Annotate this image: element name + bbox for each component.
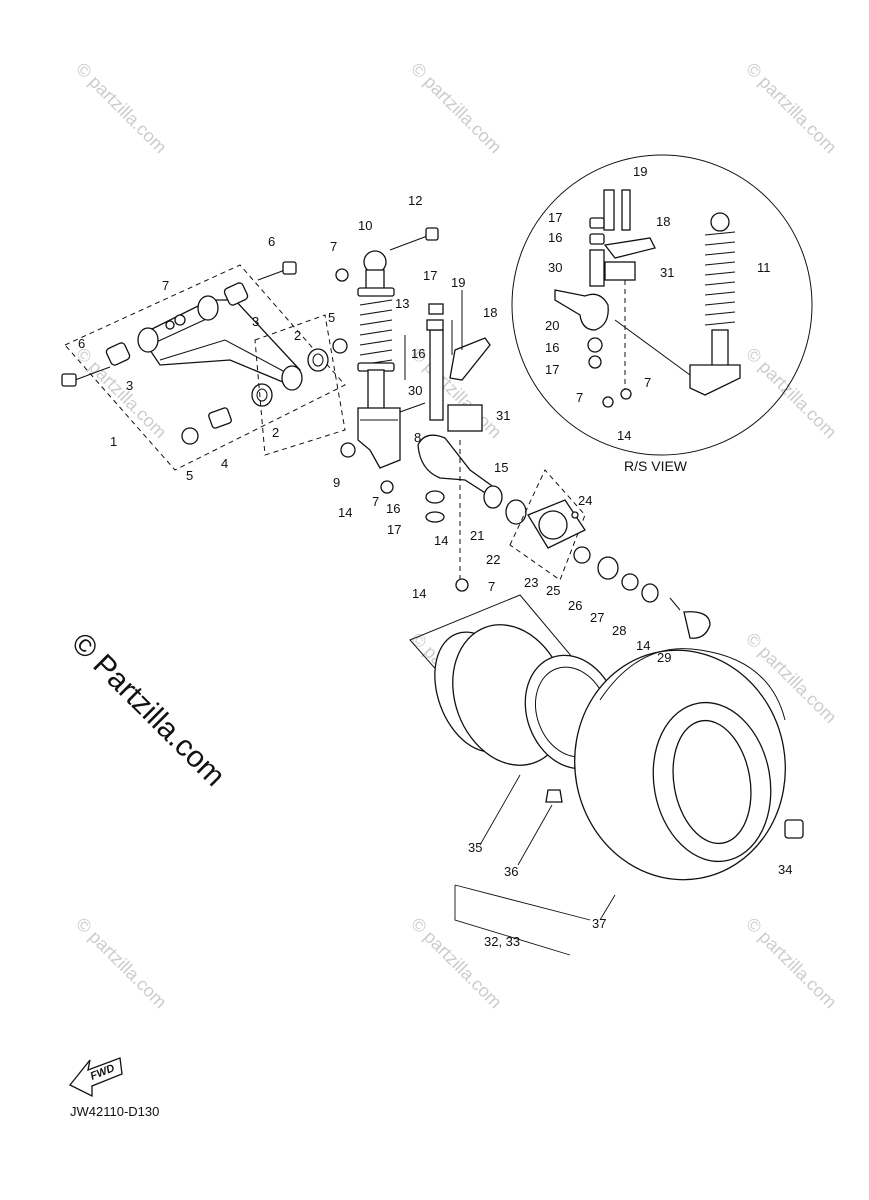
inset-callout-20: 20 xyxy=(545,318,559,333)
callout-13: 13 xyxy=(395,296,409,311)
callout-16: 16 xyxy=(411,346,425,361)
callout-1: 1 xyxy=(110,434,117,449)
callout-6: 6 xyxy=(78,336,85,351)
inset-callout-16: 16 xyxy=(545,340,559,355)
callout-7: 7 xyxy=(372,494,379,509)
inset-callout-labels: 11 14 16 16 17 17 18 19 20 30 31 7 7 R/S… xyxy=(545,164,771,474)
callout-27: 27 xyxy=(590,610,604,625)
watermark-text: © partzilla.com xyxy=(72,59,170,157)
callout-30: 30 xyxy=(408,383,422,398)
inset-callout-30: 30 xyxy=(548,260,562,275)
fwd-arrow-icon: FWD xyxy=(68,1057,123,1098)
callout-7: 7 xyxy=(162,278,169,293)
callout-3: 3 xyxy=(252,314,259,329)
inset-callout-19: 19 xyxy=(633,164,647,179)
callout-34: 34 xyxy=(778,862,792,877)
callout-28: 28 xyxy=(612,623,626,638)
callout-17: 17 xyxy=(423,268,437,283)
watermark-text: © partzilla.com xyxy=(742,344,840,442)
bushing-group xyxy=(61,261,297,387)
inset-callout-7: 7 xyxy=(576,390,583,405)
callout-5: 5 xyxy=(186,468,193,483)
wheel-leaders xyxy=(454,774,616,956)
inset-callout-14: 14 xyxy=(617,428,631,443)
callout-10: 10 xyxy=(358,218,372,233)
callout-14: 14 xyxy=(434,533,448,548)
callout-31: 31 xyxy=(496,408,510,423)
watermark-text: © partzilla.com xyxy=(742,914,840,1012)
shock-absorber xyxy=(335,227,439,411)
callout-26: 26 xyxy=(568,598,582,613)
callout-labels: 1 2 2 3 3 4 5 5 6 6 7 7 7 7 8 9 10 12 13… xyxy=(78,193,792,949)
watermark-text: © partzilla.com xyxy=(742,59,840,157)
callout-16: 16 xyxy=(386,501,400,516)
callout-4: 4 xyxy=(221,456,228,471)
inset-callout-7: 7 xyxy=(644,375,651,390)
callout-35: 35 xyxy=(468,840,482,855)
callout-37: 37 xyxy=(592,916,606,931)
watermark-main: © Partzilla.com xyxy=(65,627,231,793)
inset-callout-18: 18 xyxy=(656,214,670,229)
callout-22: 22 xyxy=(486,552,500,567)
callout-8: 8 xyxy=(414,430,421,445)
callout-2: 2 xyxy=(272,425,279,440)
callout-2: 2 xyxy=(294,328,301,343)
callout-17: 17 xyxy=(387,522,401,537)
inset-callout-17: 17 xyxy=(548,210,562,225)
inset-callout-31: 31 xyxy=(660,265,674,280)
hub-assembly xyxy=(483,469,711,639)
callout-12: 12 xyxy=(408,193,422,208)
callout-21: 21 xyxy=(470,528,484,543)
callout-6: 6 xyxy=(268,234,275,249)
callout-25: 25 xyxy=(546,583,560,598)
callout-32-33: 32, 33 xyxy=(484,934,520,949)
inset-callout-16: 16 xyxy=(548,230,562,245)
inset-caption: R/S VIEW xyxy=(624,458,688,474)
kingpin-assembly xyxy=(404,290,496,592)
callout-14: 14 xyxy=(338,505,352,520)
callout-24: 24 xyxy=(578,493,592,508)
callout-15: 15 xyxy=(494,460,508,475)
callout-19: 19 xyxy=(451,275,465,290)
callout-9: 9 xyxy=(333,475,340,490)
tire xyxy=(574,648,804,881)
callout-14: 14 xyxy=(412,586,426,601)
watermark-text: © partzilla.com xyxy=(407,914,505,1012)
inset-callout-11: 11 xyxy=(757,260,771,275)
watermark-text: © partzilla.com xyxy=(72,914,170,1012)
callout-29: 29 xyxy=(657,650,671,665)
watermark-text: © partzilla.com xyxy=(407,59,505,157)
callout-3: 3 xyxy=(126,378,133,393)
drawing-code: JW42110-D130 xyxy=(70,1104,159,1119)
collar-group xyxy=(181,314,348,456)
callout-7: 7 xyxy=(330,239,337,254)
callout-18: 18 xyxy=(483,305,497,320)
callout-5: 5 xyxy=(328,310,335,325)
callout-7: 7 xyxy=(488,579,495,594)
knuckle-bracket xyxy=(340,402,426,494)
inset-callout-17: 17 xyxy=(545,362,559,377)
callout-36: 36 xyxy=(504,864,518,879)
rs-view-inset xyxy=(511,154,813,456)
callout-23: 23 xyxy=(524,575,538,590)
callout-14: 14 xyxy=(636,638,650,653)
